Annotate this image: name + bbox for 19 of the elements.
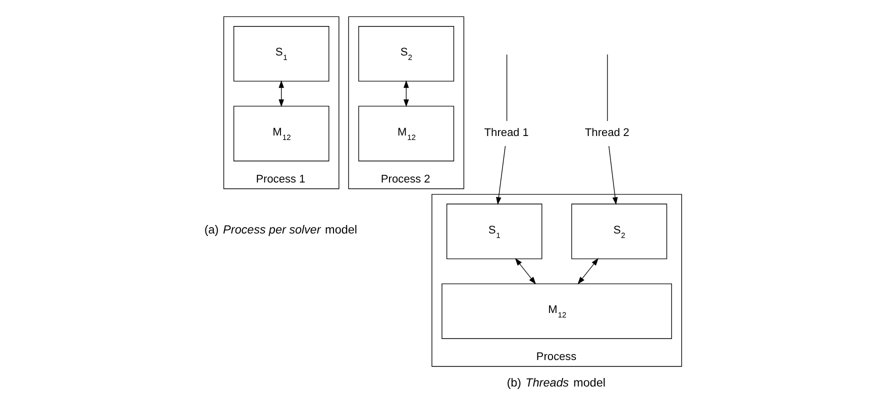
node-box: M$_{12}$: [358, 106, 454, 162]
connector: [506, 54, 508, 122]
arrow: [278, 80, 284, 108]
node-box: S$_{1}$: [446, 204, 542, 260]
node-text: Thread 1: [484, 127, 529, 140]
arrow: [578, 258, 599, 284]
node-box: S$_{2}$: [358, 26, 454, 82]
node-box: M$_{12}$: [233, 106, 330, 162]
arrow: [608, 146, 618, 205]
arrow: [404, 80, 409, 108]
connector: [607, 54, 608, 122]
node-box: M$_{12}$: [442, 283, 672, 339]
label: (b) Threads model: [506, 376, 606, 390]
arrow: [515, 258, 536, 284]
node-text: Thread 2: [584, 127, 630, 140]
node-box: S$_{1}$: [233, 26, 330, 82]
node-box: S$_{2}$: [571, 204, 668, 260]
arrow: [496, 146, 506, 205]
label: (a) Process per solver model: [204, 224, 358, 237]
